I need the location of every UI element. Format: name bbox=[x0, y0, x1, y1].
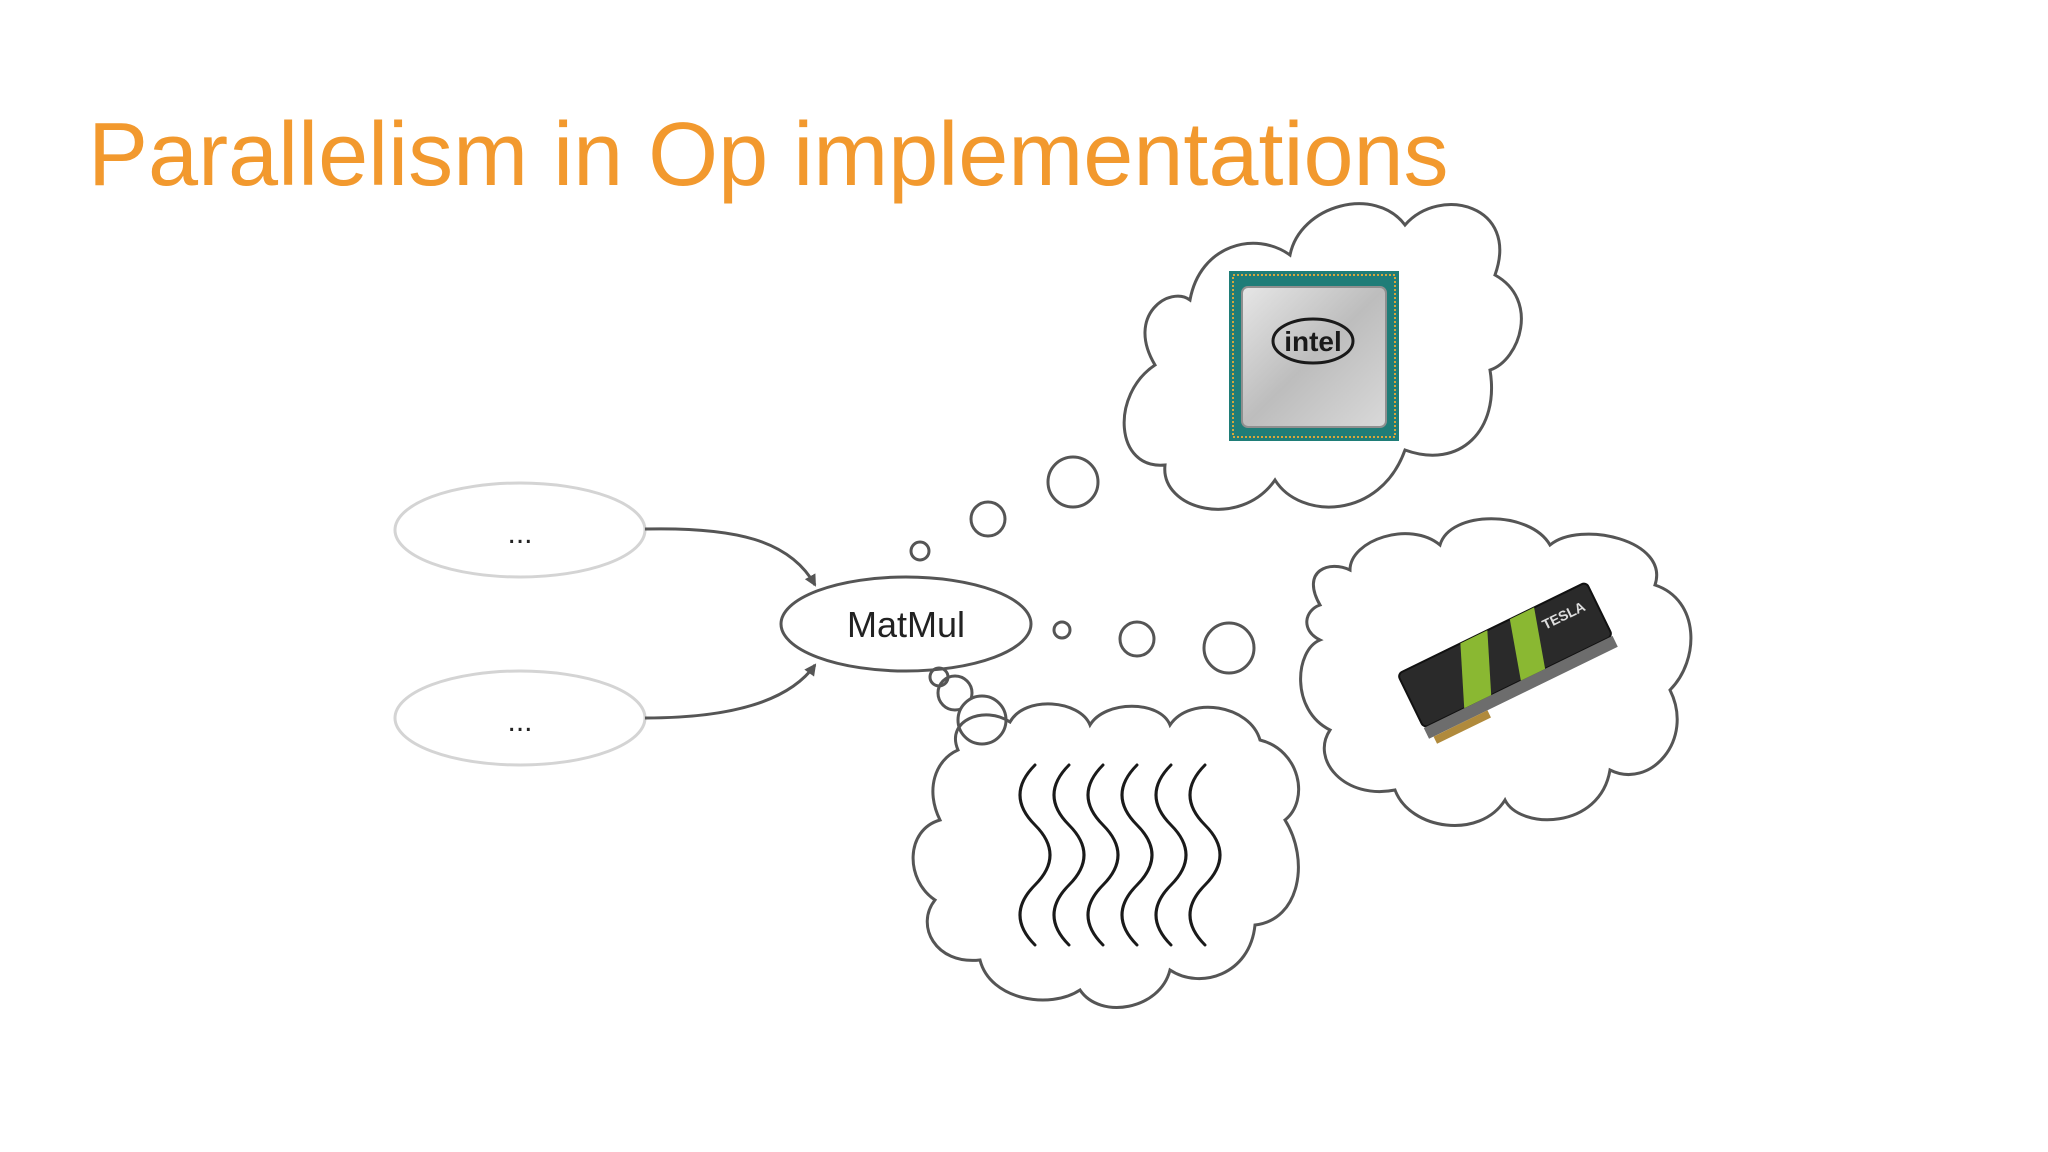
thought-dot-gpu-2 bbox=[1118, 620, 1156, 658]
input-node-2-label: ... bbox=[507, 705, 532, 738]
matmul-node-label: MatMul bbox=[847, 604, 965, 645]
thought-dot-cpu-1 bbox=[909, 540, 931, 562]
cpu-thought-cloud: intel bbox=[1122, 202, 1523, 511]
input-node-1-label: ... bbox=[507, 517, 532, 550]
threads-icon bbox=[1018, 763, 1222, 947]
input-node-1 bbox=[393, 481, 647, 579]
edge-input-1-to-matmul bbox=[644, 527, 817, 587]
gpu-thought-cloud: TESLA bbox=[1299, 517, 1693, 827]
threads-thought-cloud bbox=[911, 702, 1301, 1009]
matmul-node bbox=[779, 575, 1033, 673]
thought-dot-cpu-3 bbox=[1046, 455, 1100, 509]
nvidia-tesla-gpu-icon: TESLA bbox=[1398, 582, 1618, 744]
intel-logo-text: intel bbox=[1284, 326, 1342, 357]
slide-title: Parallelism in Op implementations bbox=[88, 105, 1449, 205]
thought-dot-gpu-1 bbox=[1052, 620, 1072, 640]
thought-dot-gpu-3 bbox=[1202, 621, 1256, 675]
thought-dot-cpu-2 bbox=[969, 500, 1007, 538]
thought-dot-threads-2 bbox=[936, 674, 974, 712]
intel-cpu-icon: intel bbox=[1229, 271, 1399, 441]
edge-input-2-to-matmul bbox=[644, 663, 817, 720]
